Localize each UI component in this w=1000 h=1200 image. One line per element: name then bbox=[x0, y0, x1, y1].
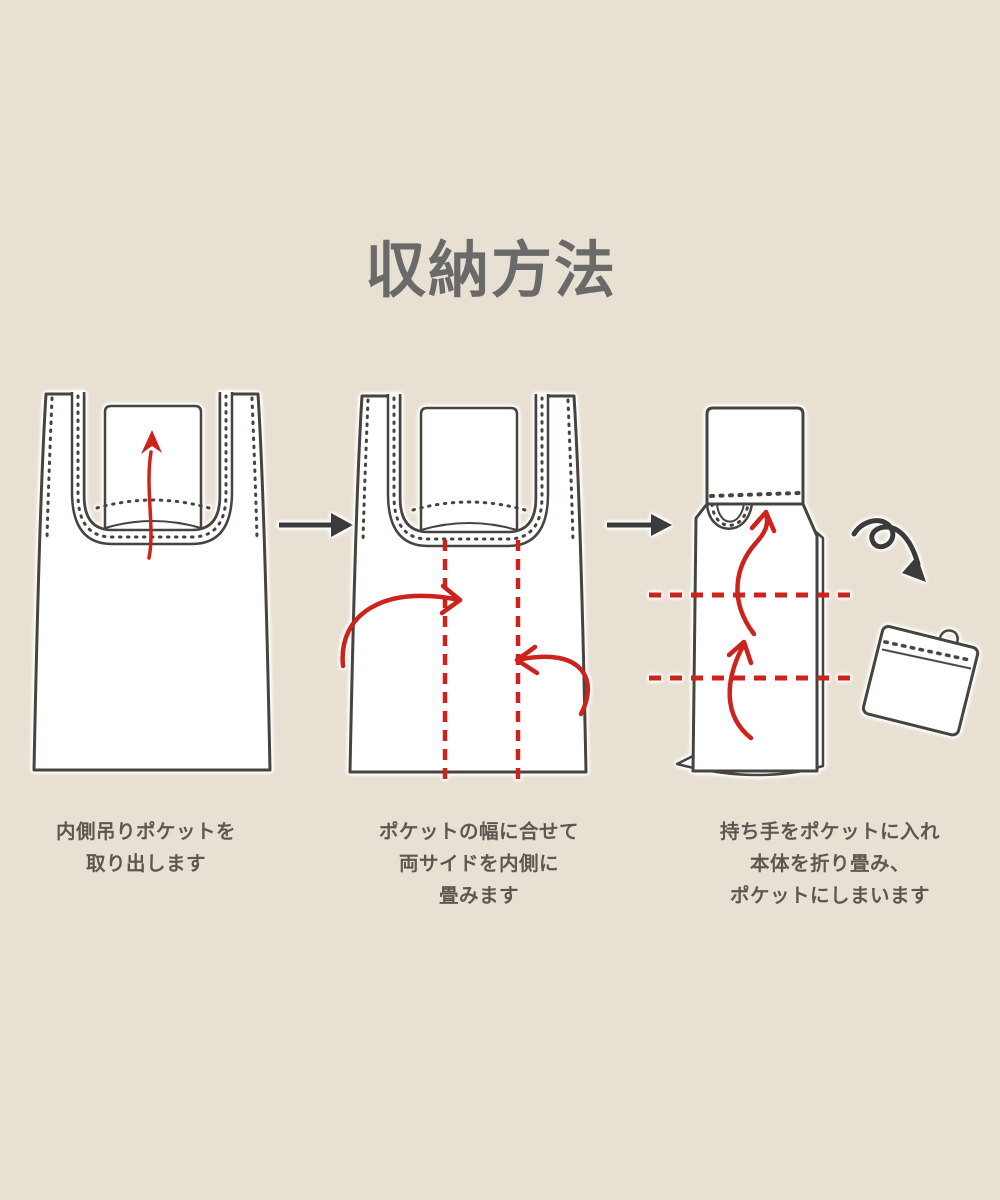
pouch-stitch-dots bbox=[883, 640, 974, 663]
rim-stitch-dots bbox=[392, 396, 544, 541]
fold-arrow-right bbox=[514, 654, 591, 717]
inner-pocket bbox=[419, 406, 519, 542]
step3-caption-line: ポケットにしまいます bbox=[729, 885, 930, 907]
strap-stitch-left bbox=[45, 396, 54, 542]
pull-up-arrowhead bbox=[141, 430, 162, 454]
pocket-stitch-dots bbox=[411, 500, 527, 512]
step1-caption: 内側吊りポケットを 取り出します bbox=[22, 816, 270, 880]
step2-caption: ポケットの幅に合せて 両サイドを内側に 畳みます bbox=[355, 816, 603, 912]
strap-stitch-right bbox=[566, 398, 575, 544]
fold-arrow-left-head bbox=[439, 583, 463, 616]
step-arrow-2-icon bbox=[607, 514, 672, 536]
handle-loop-inner bbox=[716, 503, 745, 523]
step3-caption-line: 本体を折り畳み、 bbox=[749, 853, 910, 875]
page-title: 収納方法 bbox=[364, 236, 617, 304]
strap-stitch-left bbox=[361, 398, 370, 544]
hang-loop bbox=[938, 629, 959, 645]
step-arrow-1-icon bbox=[279, 513, 353, 537]
step1-caption-line: 取り出します bbox=[85, 853, 206, 875]
step2-caption-line: 畳みます bbox=[438, 885, 519, 907]
pouch-body bbox=[861, 624, 980, 737]
step1-bag-illustration bbox=[32, 392, 272, 772]
pull-up-arrow bbox=[147, 450, 153, 560]
step2-bag-illustration bbox=[340, 394, 591, 784]
step3-caption-line: 持ち手をポケットに入れ bbox=[719, 821, 940, 843]
step2-caption-line: 両サイドを内側に bbox=[398, 853, 559, 875]
roll-arrow-upper-head bbox=[749, 509, 777, 534]
roll-arrow-lower bbox=[727, 643, 754, 741]
step3-folded-bag-illustration bbox=[649, 406, 853, 777]
pouch-seam-line bbox=[881, 648, 972, 670]
step2-caption-line: ポケットの幅に合せて bbox=[378, 821, 579, 843]
pocket-stitch-dots bbox=[95, 498, 211, 510]
bag-mouth-edge bbox=[398, 394, 538, 534]
pocket-opening-line bbox=[420, 522, 518, 531]
folded-pouch-illustration bbox=[861, 624, 980, 737]
handle-loop-outer bbox=[705, 503, 754, 530]
strap-stitch-right bbox=[250, 396, 259, 542]
step3-caption: 持ち手をポケットに入れ 本体を折り畳み、 ポケットにしまいます bbox=[705, 816, 955, 912]
handle-loop-dots bbox=[710, 502, 750, 527]
fold-arrow-left bbox=[340, 593, 463, 669]
inner-pocket bbox=[103, 404, 203, 540]
step1-caption-line: 内側吊りポケットを bbox=[55, 821, 236, 843]
curl-arrow-icon bbox=[851, 518, 926, 582]
fold-arrow-right-head bbox=[514, 644, 540, 676]
roll-arrow-upper bbox=[735, 511, 770, 637]
roll-arrow-lower-head bbox=[726, 639, 754, 666]
pocket-opening-line bbox=[104, 520, 202, 529]
rim-band-edge bbox=[386, 394, 550, 548]
pocket-panel bbox=[705, 406, 805, 506]
